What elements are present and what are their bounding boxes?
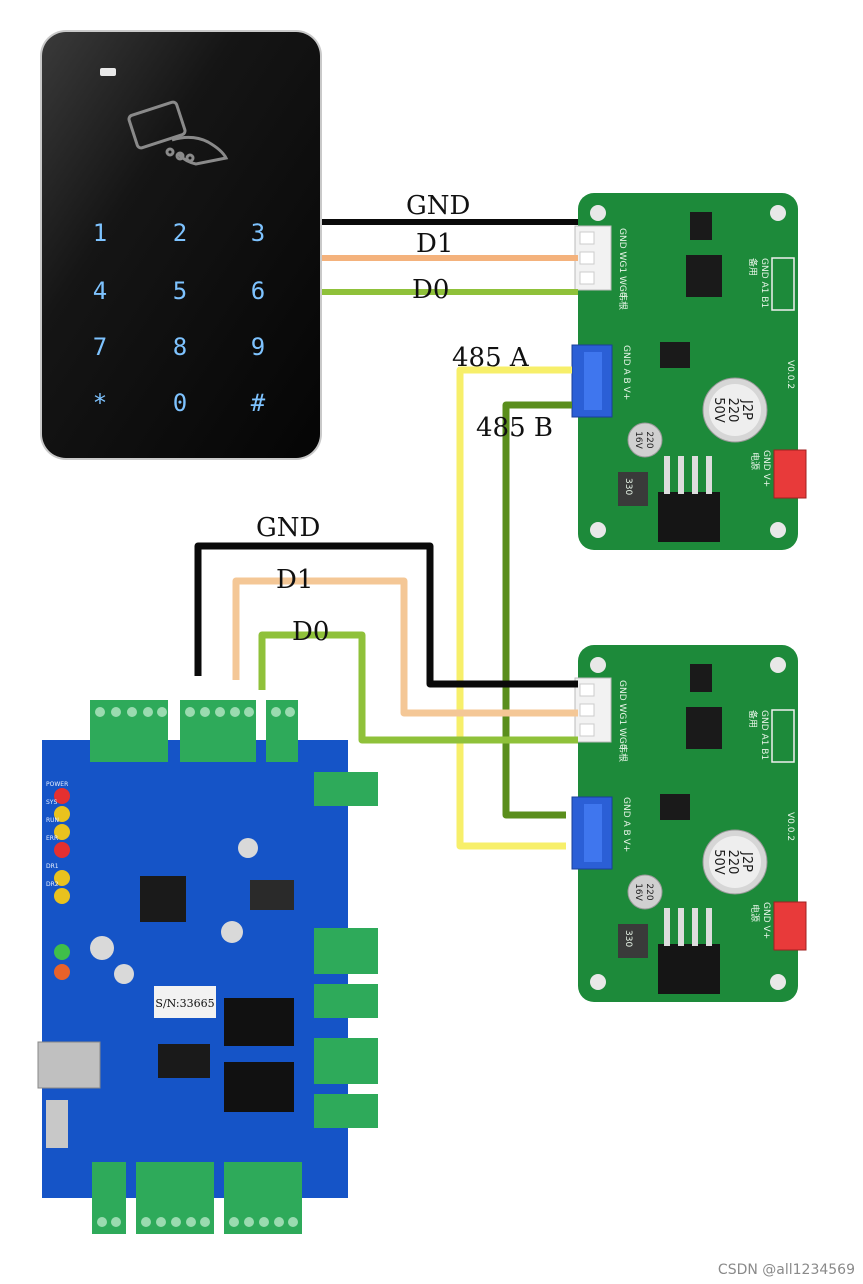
power-port-label-2: GND V+ [761, 902, 771, 939]
small-cap-label-4: 16V [633, 883, 643, 901]
mcu-chip [140, 876, 186, 922]
inductor-label: 330 [623, 478, 633, 495]
big-cap-label-2: 220 [725, 398, 740, 423]
led-label: DR2 [46, 881, 59, 888]
keypad-key[interactable]: 5 [173, 277, 187, 305]
keypad-key[interactable]: 7 [93, 333, 107, 361]
reserve-label: 备用 [747, 258, 759, 276]
big-cap-label-4: J2P [739, 851, 754, 872]
led-label: RUN [46, 817, 59, 824]
rs485-port-label-2: GND A B V+ [621, 797, 631, 852]
led-label: ERR [46, 835, 58, 842]
converter-module-top: GND WG1 WG0 韦根 GND A B V+ GND A1 B1 备用 J… [571, 193, 807, 550]
power-label: 电源 [749, 452, 761, 470]
ab-port-label-2: GND A1 B1 [759, 710, 769, 760]
small-cap-label-3: 220 [644, 883, 654, 900]
wires [194, 219, 578, 850]
keypad-key[interactable]: * [93, 389, 107, 417]
keypad-key[interactable]: 8 [173, 333, 187, 361]
big-cap-label-5: 220 [725, 850, 740, 875]
big-cap-label-1: J2P [739, 399, 754, 420]
keypad-keys: 1 2 3 4 5 6 7 8 9 * 0 # [93, 219, 266, 417]
keypad-key[interactable]: # [251, 389, 266, 417]
ab-port-label: GND A1 B1 [759, 258, 769, 308]
power-label-2: 电源 [749, 904, 761, 922]
status-led [100, 68, 116, 76]
keypad-key[interactable]: 0 [173, 389, 187, 417]
version-label-2: V0.0.2 [785, 812, 795, 841]
wire-labels: GND D1 D0 485 A 485 B GND D1 D0 [256, 191, 553, 647]
keypad-key[interactable]: 4 [93, 277, 107, 305]
reserve-label-2: 备用 [747, 710, 759, 728]
version-label: V0.0.2 [785, 360, 795, 389]
ethernet-port [37, 1041, 101, 1089]
keypad-key[interactable]: 9 [251, 333, 265, 361]
keypad-key[interactable]: 1 [93, 219, 107, 247]
big-cap-label-6: 50V [711, 849, 726, 875]
card-reader-keypad: 1 2 3 4 5 6 7 8 9 * 0 # [40, 30, 322, 460]
rfid-card-icon [127, 100, 229, 166]
big-cap-label-3: 50V [711, 397, 726, 423]
wire-d0-bottom [258, 631, 578, 744]
led-label: SYS [46, 799, 57, 806]
wire-485a [456, 366, 572, 850]
converter-module-bottom: GND WG1 WG0 韦根 GND A B V+ GND A1 B1 备用 J… [571, 645, 807, 1002]
led-label: DR1 [46, 863, 59, 870]
keypad-key[interactable]: 2 [173, 219, 187, 247]
serial-number: S/N:33665 [155, 997, 214, 1010]
relay-1 [224, 998, 294, 1046]
status-leds [54, 788, 70, 980]
small-cap-label-2: 16V [633, 431, 643, 449]
rs485-port-label: GND A B V+ [621, 345, 631, 400]
label-gnd-bottom: GND [256, 513, 320, 543]
small-cap-label-1: 220 [644, 431, 654, 448]
inductor-label-2: 330 [623, 930, 633, 947]
label-d1-top: D1 [416, 229, 453, 259]
wire-d1-bottom [232, 577, 578, 717]
label-d0-bottom: D0 [292, 617, 329, 647]
wire-485b [502, 401, 572, 819]
wire-gnd-bottom [194, 542, 578, 688]
label-485a: 485 A [452, 343, 530, 373]
keypad-key[interactable]: 6 [251, 277, 265, 305]
wiegand-label: 韦根 [617, 292, 629, 310]
label-d0-top: D0 [412, 275, 449, 305]
watermark: CSDN @all1234569 [717, 1262, 855, 1278]
wg-port-label: GND WG1 WG0 [617, 228, 627, 298]
led-label: POWER [46, 781, 68, 788]
power-port-label: GND V+ [761, 450, 771, 487]
label-485b: 485 B [476, 413, 553, 443]
keypad-key[interactable]: 3 [251, 219, 265, 247]
serial-sticker [154, 986, 216, 1018]
wg-port-label-2: GND WG1 WG0 [617, 680, 627, 750]
label-gnd-top: GND [406, 191, 470, 221]
label-d1-bottom: D1 [276, 565, 313, 595]
relay-2 [224, 1062, 294, 1112]
wiegand-label-2: 韦根 [617, 744, 629, 762]
